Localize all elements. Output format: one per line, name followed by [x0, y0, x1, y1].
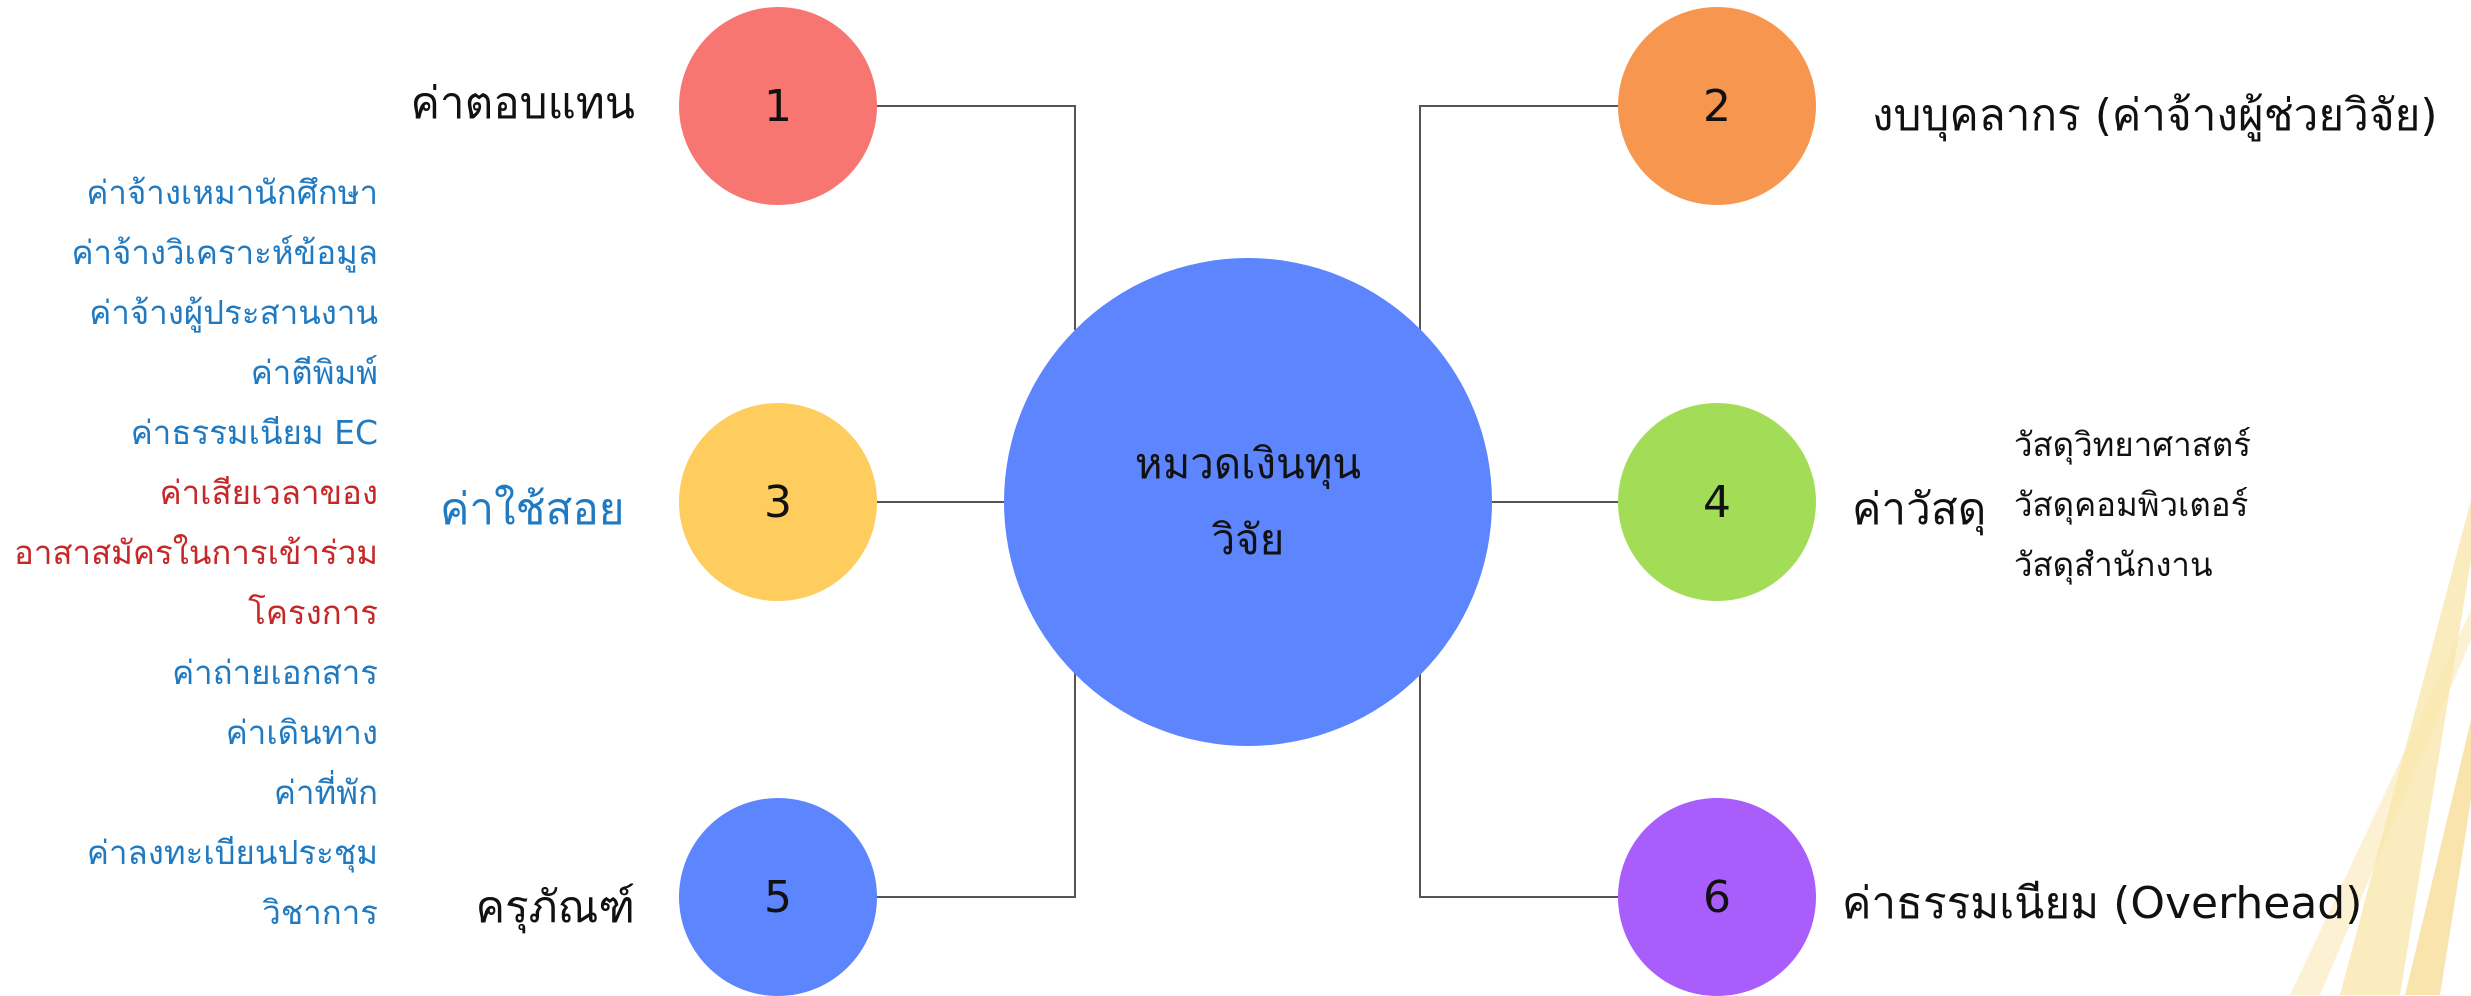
list-item: วัสดุสำนักงาน [2014, 545, 2213, 584]
center-title-line1: หมวดเงินทุน [1134, 439, 1362, 488]
node-6-number: 6 [1703, 871, 1731, 923]
list-item: ค่าเสียเวลาของ [159, 473, 378, 512]
connector-5 [877, 673, 1076, 898]
node-2-number: 2 [1703, 80, 1731, 132]
node-4-label: ค่าวัสดุ [1852, 484, 1987, 535]
node-3-label: ค่าใช้สอย [440, 484, 625, 535]
material-list: วัสดุวิทยาศาสตร์ วัสดุคอมพิวเตอร์ วัสดุส… [2014, 415, 2251, 595]
node-5-number: 5 [764, 871, 792, 923]
connector-6 [1419, 673, 1618, 898]
list-item: ค่าตีพิมพ์ [250, 353, 378, 392]
node-3: 3 [679, 403, 877, 601]
operating-expense-list: ค่าจ้างเหมานักศึกษา ค่าจ้างวิเคราะห์ข้อม… [14, 163, 378, 943]
list-item: อาสาสมัครในการเข้าร่วม [14, 533, 378, 572]
connector-1 [877, 105, 1076, 330]
list-item: ค่าเดินทาง [225, 713, 378, 752]
node-1-number: 1 [764, 80, 792, 132]
list-item: ค่าที่พัก [273, 773, 378, 812]
node-2: 2 [1618, 7, 1816, 205]
list-item: ค่าลงทะเบียนประชุม [86, 833, 378, 872]
node-1-label: ค่าตอบแทน [410, 78, 635, 129]
list-item: วัสดุคอมพิวเตอร์ [2014, 485, 2249, 524]
list-item: ค่าธรรมเนียม EC [130, 413, 378, 452]
connector-2 [1419, 105, 1618, 330]
node-6-label: ค่าธรรมเนียม (Overhead) [1842, 878, 2363, 929]
node-1: 1 [679, 7, 877, 205]
node-5-label: ครุภัณฑ์ [475, 882, 635, 933]
node-5: 5 [679, 798, 877, 996]
list-item: ค่าจ้างเหมานักศึกษา [86, 173, 378, 212]
node-4-number: 4 [1703, 476, 1731, 528]
list-item: ค่าจ้างวิเคราะห์ข้อมูล [71, 233, 378, 272]
list-item: วัสดุวิทยาศาสตร์ [2014, 425, 2252, 464]
center-title-line2: วิจัย [1211, 515, 1285, 564]
node-2-label: งบบุคลากร (ค่าจ้างผู้ช่วยวิจัย) [1872, 90, 2438, 141]
list-item: โครงการ [248, 593, 378, 632]
node-4: 4 [1618, 403, 1816, 601]
list-item: วิชาการ [262, 893, 378, 932]
node-3-number: 3 [764, 476, 792, 528]
list-item: ค่าจ้างผู้ประสานงาน [89, 293, 378, 332]
center-node: หมวดเงินทุน วิจัย [1004, 258, 1492, 746]
node-6: 6 [1618, 798, 1816, 996]
list-item: ค่าถ่ายเอกสาร [172, 653, 378, 692]
